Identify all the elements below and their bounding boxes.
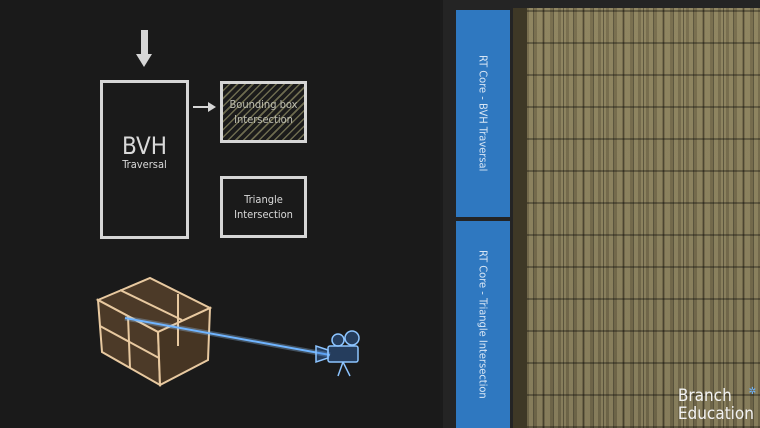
rt-core-bvh-traversal-region: RT Core - BVH Traversal [456, 10, 510, 217]
bvh-subtitle: Traversal [122, 158, 167, 171]
arrow-right-icon [193, 102, 216, 112]
logo-mark-icon: ✲ [748, 386, 756, 397]
arrow-down-icon [136, 30, 152, 67]
rt-core-triangle-intersection-region: RT Core - Triangle Intersection [456, 221, 510, 428]
diagram-panel: BVH Traversal Bounding box Intersection … [95, 30, 360, 387]
triangle-label: Triangle Intersection [234, 193, 293, 221]
strip-top-label: RT Core - BVH Traversal [476, 55, 490, 172]
logo-line2: Education [677, 404, 754, 424]
branch-education-logo: ✲ Branch Education [677, 386, 756, 424]
strip-bottom-label: RT Core - Triangle Intersection [476, 250, 490, 399]
triangle-intersection-box: Triangle Intersection [220, 176, 307, 238]
ray-scene-illustration [95, 276, 360, 387]
camera-icon [315, 330, 360, 377]
logo-line1: Branch [677, 386, 732, 406]
ray-line [124, 317, 331, 356]
chip-die-image: ✲ Branch Education [513, 8, 760, 428]
bounding-box-label: Bounding box Intersection [229, 98, 298, 126]
bvh-traversal-box: BVH Traversal [100, 80, 189, 239]
bvh-title: BVH [121, 132, 168, 160]
bounding-box-intersection-box: Bounding box Intersection [220, 81, 307, 143]
